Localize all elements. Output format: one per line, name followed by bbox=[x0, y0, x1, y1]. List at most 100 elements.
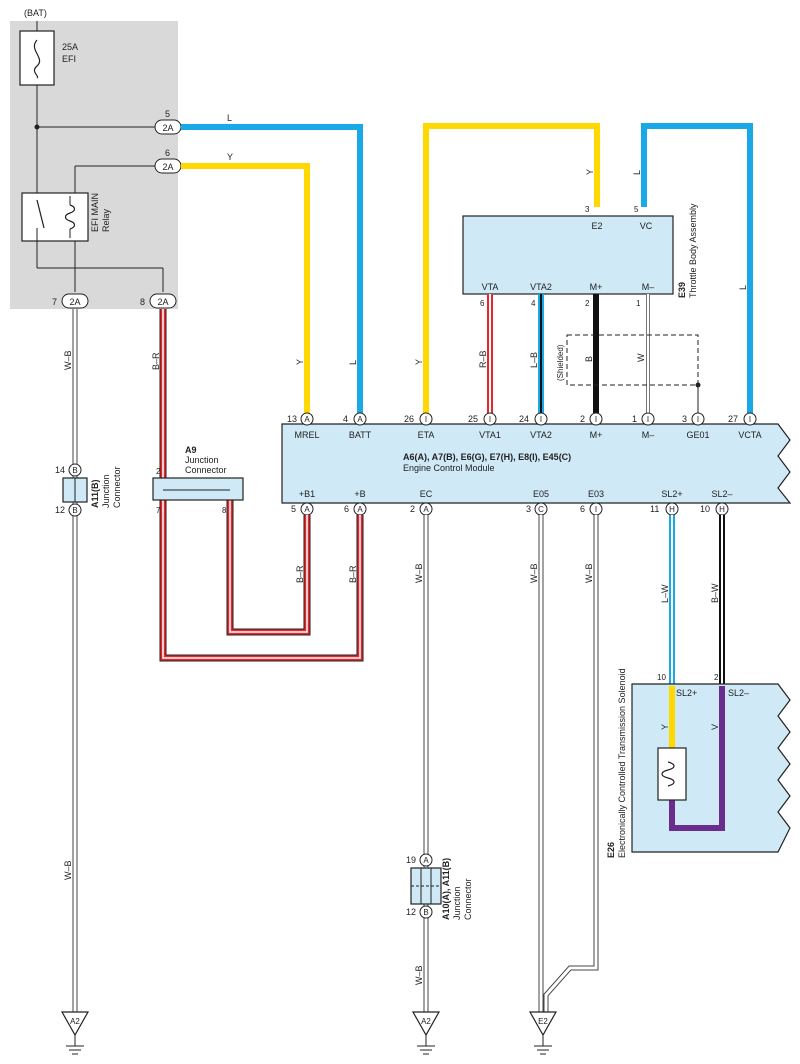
ecm-top-pins: A A I I I I I I I 13 4 26 25 24 2 1 3 27 bbox=[287, 412, 757, 426]
svg-text:5: 5 bbox=[291, 504, 296, 514]
svg-text:13: 13 bbox=[287, 414, 297, 424]
svg-text:H: H bbox=[669, 505, 675, 514]
tb-vta2-label: VTA2 bbox=[530, 282, 552, 292]
wire-l-label: L bbox=[227, 113, 232, 123]
wire-lw-label: L–W bbox=[660, 584, 670, 603]
svg-text:2A: 2A bbox=[157, 297, 168, 307]
svg-text:8: 8 bbox=[140, 297, 145, 307]
svg-text:A: A bbox=[357, 415, 363, 424]
svg-text:I: I bbox=[540, 415, 542, 424]
a11-l2: Connector bbox=[112, 466, 122, 508]
wire-y-eta-label: Y bbox=[414, 359, 424, 365]
throttle-name: Throttle Body Assembly bbox=[688, 203, 698, 298]
wire-wb-e05-label: W–B bbox=[529, 563, 539, 583]
efi-fuse bbox=[19, 21, 55, 127]
svg-text:A: A bbox=[423, 505, 429, 514]
svg-text:A: A bbox=[304, 415, 310, 424]
a9-id: A9 bbox=[185, 445, 197, 455]
ecm-pin-b: +B bbox=[354, 489, 365, 499]
throttle-body-box bbox=[462, 215, 674, 295]
wire-wb-e03-label: W–B bbox=[584, 563, 594, 583]
svg-text:I: I bbox=[489, 415, 491, 424]
svg-text:A: A bbox=[357, 505, 363, 514]
wire-wb-label-2: W–B bbox=[63, 860, 73, 880]
svg-text:I: I bbox=[697, 415, 699, 424]
ground-a2-left: A2 bbox=[60, 1011, 90, 1055]
svg-text:11: 11 bbox=[650, 504, 659, 514]
ecm-pin-vta2: VTA2 bbox=[530, 430, 552, 440]
wire-y-mrel-label: Y bbox=[295, 359, 305, 365]
ecm-pin-e05: E05 bbox=[533, 489, 549, 499]
ecm-pin-e03: E03 bbox=[588, 489, 604, 499]
svg-text:12: 12 bbox=[406, 907, 416, 917]
ecm-pin-ge01: GE01 bbox=[686, 430, 709, 440]
svg-text:I: I bbox=[425, 415, 427, 424]
wire-y-e2-label: Y bbox=[585, 169, 595, 175]
relay-name-label: EFI MAIN bbox=[90, 193, 100, 232]
wire-y-label: Y bbox=[227, 152, 233, 162]
svg-text:2: 2 bbox=[410, 504, 415, 514]
fuse-name-label: EFI bbox=[62, 54, 76, 64]
svg-text:10: 10 bbox=[700, 504, 710, 514]
wire-b-label: B bbox=[584, 356, 594, 362]
tb-pin5: 5 bbox=[634, 205, 639, 214]
ecm-pin-eta: ETA bbox=[418, 430, 435, 440]
svg-text:2A: 2A bbox=[162, 162, 173, 172]
wire-l-vcta-label: L bbox=[738, 285, 748, 290]
wire-w-label: W bbox=[636, 353, 646, 362]
svg-text:I: I bbox=[595, 505, 597, 514]
ecm-pin-b1: +B1 bbox=[299, 489, 315, 499]
wire-wb-ec-label-2: W–B bbox=[414, 965, 424, 985]
a10-junction: A B 19 12 bbox=[406, 853, 442, 919]
wire-wb-label-1: W–B bbox=[63, 350, 73, 370]
svg-text:12: 12 bbox=[55, 505, 65, 515]
wire-l-batt bbox=[181, 124, 363, 413]
tb-mplus-label: M+ bbox=[590, 282, 603, 292]
throttle-id: E39 bbox=[677, 282, 687, 298]
ecm-pin-sl2plus: SL2+ bbox=[661, 489, 682, 499]
sol-pin10: 10 bbox=[657, 673, 666, 682]
ecm-pin-sl2minus: SL2– bbox=[711, 489, 732, 499]
a10-id: A10(A), A11(B) bbox=[441, 858, 451, 920]
ecm-bottom-pins: A A A C I H H 5 6 2 3 6 11 10 bbox=[291, 502, 729, 516]
sol-wire-y-label: Y bbox=[660, 724, 670, 730]
a11-l1: Junction bbox=[101, 474, 111, 508]
ecm-name: Engine Control Module bbox=[403, 463, 495, 473]
a9-pin7: 7 bbox=[156, 506, 161, 515]
shield-ground-dot bbox=[695, 382, 701, 388]
svg-text:27: 27 bbox=[728, 414, 738, 424]
wire-l-vcta bbox=[641, 123, 753, 413]
svg-text:A2: A2 bbox=[70, 1017, 80, 1026]
a9-pin8: 8 bbox=[222, 506, 227, 515]
svg-text:A2: A2 bbox=[421, 1017, 431, 1026]
a11-id: A11(B) bbox=[90, 479, 100, 508]
solenoid-id: E26 bbox=[606, 842, 616, 858]
svg-text:B: B bbox=[423, 908, 428, 917]
svg-text:A: A bbox=[423, 856, 429, 865]
tb-pin3: 3 bbox=[585, 205, 590, 214]
wire-br-label-3: B–R bbox=[348, 565, 358, 583]
svg-text:B: B bbox=[72, 466, 77, 475]
svg-text:I: I bbox=[749, 415, 751, 424]
ecm-pin-vta1: VTA1 bbox=[479, 430, 501, 440]
tb-mminus-label: M– bbox=[642, 282, 655, 292]
a11-junction: B B 14 12 bbox=[55, 463, 88, 517]
ecm-box bbox=[281, 423, 792, 504]
wire-y-mrel bbox=[181, 163, 310, 413]
sol-wire-v-label: V bbox=[710, 724, 720, 730]
connector-2a-pin8: 2A 8 bbox=[140, 293, 177, 309]
svg-text:6: 6 bbox=[165, 148, 170, 158]
solenoid-coil-icon bbox=[657, 747, 687, 801]
relay-word-label: Relay bbox=[101, 208, 111, 232]
svg-text:24: 24 bbox=[519, 414, 529, 424]
svg-text:C: C bbox=[538, 505, 544, 514]
ecm-pin-batt: BATT bbox=[349, 430, 372, 440]
a10-l1: Junction bbox=[452, 886, 462, 920]
svg-text:1: 1 bbox=[632, 414, 637, 424]
a9-l2: Connector bbox=[185, 465, 227, 475]
sol-sl2minus: SL2– bbox=[728, 688, 749, 698]
svg-text:B: B bbox=[72, 506, 77, 515]
wire-y-eta bbox=[423, 123, 600, 413]
wire-br-label-2: B–R bbox=[295, 565, 305, 583]
ecm-pin-mplus: M+ bbox=[590, 430, 603, 440]
